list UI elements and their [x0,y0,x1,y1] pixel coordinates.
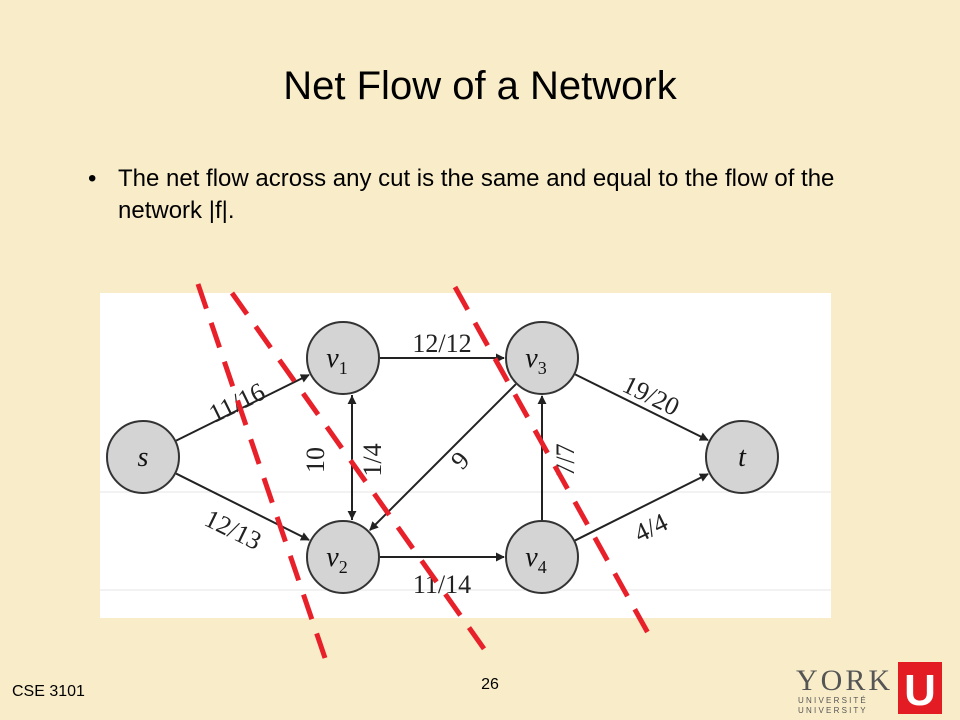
edge-label-v1-v2: 10 [301,447,330,473]
node-label-s: s [138,442,149,473]
bullet-dot: • [88,165,97,192]
node-v1 [306,321,380,395]
edge-label-v3-t: 19/20 [618,370,684,422]
logo-line-1: U N I V E R S I T É [798,696,866,705]
edge-v3-t [574,373,709,442]
course-code: CSE 3101 [12,683,85,700]
bullet-list: • The net flow across any cut is the sam… [88,163,868,227]
edge-s-v2 [175,472,310,541]
cut-line-2 [229,291,490,655]
logo-letter: U [904,666,936,715]
page-number: 26 [481,676,499,693]
bullet-text: The net flow across any cut is the same … [118,165,835,224]
cut-line-3 [452,285,656,644]
node-v2 [306,520,380,594]
node-s [106,420,180,494]
edge-label-v3-v2: 9 [445,446,475,475]
node-v3 [505,321,579,395]
node-t [705,420,779,494]
edge-label-v1-v3: 12/12 [412,329,471,358]
edge-label-s-v2: 12/13 [200,504,266,556]
bullet-item: • The net flow across any cut is the sam… [88,163,868,227]
edge-v3-v2 [369,383,517,531]
york-university-logo: YORK U N I V E R S I T É U N I V E R S I… [796,662,942,715]
logo-line-2: U N I V E R S I T Y [798,706,866,715]
logo-word: YORK [796,664,893,697]
node-v4 [505,520,579,594]
cut-line-1 [195,283,328,659]
logo-mark [898,662,942,714]
slide-title: Net Flow of a Network [283,64,677,108]
edge-label-v2-v1: 1/4 [358,443,387,476]
edge-label-v2-v4: 11/14 [413,570,471,599]
node-label-t: t [738,442,747,473]
edge-v4-t [574,473,709,542]
edge-label-v4-t: 4/4 [630,507,673,548]
